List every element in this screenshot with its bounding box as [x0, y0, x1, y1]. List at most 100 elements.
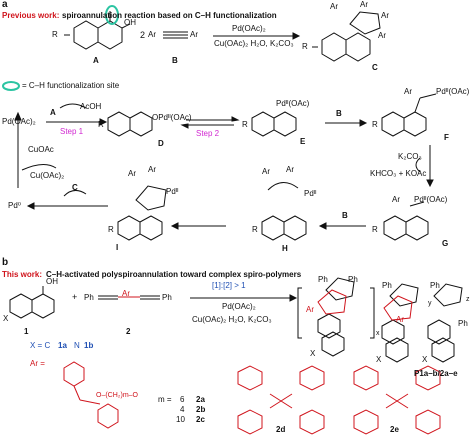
e-pd-oac: Pdᴵᴵ(OAc) [276, 99, 310, 108]
reagent-b-prefix: 2 [140, 30, 146, 40]
code-2e: 2e [390, 425, 399, 434]
ch-site-legend-marker [2, 81, 20, 91]
monomer-2-label: 2 [126, 327, 131, 336]
g-ar-1: Ar [392, 195, 400, 204]
poly-x-2: X [376, 355, 382, 364]
acoh-label: AcOH [80, 102, 102, 111]
compound-a-label: A [93, 56, 99, 65]
pd-oac2-start: Pd(OAc)₂ [2, 117, 36, 126]
poly-sub-x: x [376, 330, 380, 337]
g-pd-oac: Pdᴵᴵ(OAc) [414, 195, 448, 204]
reagent-b-ar-left: Ar [148, 30, 156, 39]
c-ar-2: Ar [360, 0, 368, 9]
poly-ar-1: Ar [306, 305, 314, 314]
ar-definition: Ar = [30, 359, 45, 368]
r-group-h: R [252, 225, 258, 234]
poly-sub-z: z [466, 296, 470, 303]
opd-oac: OPdᴵᴵ(OAc) [152, 113, 192, 122]
ch-site-marker [105, 5, 119, 25]
c-ar-3: Ar [381, 11, 389, 20]
reagent-b-ar-right: Ar [190, 30, 198, 39]
f-ar-1: Ar [404, 87, 412, 96]
compound-h-label: H [282, 244, 288, 253]
cond-cu-a: Cu(OAc)₂ H₂O, K₂CO₃ [214, 39, 294, 48]
poly-ph-5: Ph [458, 319, 468, 328]
i-to-pd0-c-label: C [72, 183, 78, 192]
r-group-f: R [372, 120, 378, 129]
this-work-title: C–H-activated polyspiroannulation toward… [46, 270, 302, 279]
poly-ph-4: Ph [430, 281, 440, 290]
e-to-f-b-label: B [336, 109, 342, 118]
r-group-g: R [372, 225, 378, 234]
compound-a-ring-left [73, 20, 99, 50]
pd0-label: Pd⁰ [8, 201, 21, 210]
compound-c-label: C [372, 63, 378, 72]
poly-ph-3: Ph [382, 281, 392, 290]
poly-sub-y: y [428, 300, 432, 307]
compound-f-label: F [444, 133, 449, 142]
code-2c: 2c [196, 415, 205, 424]
compound-e-label: E [300, 137, 306, 146]
r-group-e: R [242, 120, 248, 129]
code-2a: 2a [196, 395, 205, 404]
m-label: m = [158, 395, 172, 404]
poly-x-1: X [310, 349, 316, 358]
h-ar-1: Ar [262, 167, 270, 176]
panel-b-letter: b [2, 257, 9, 268]
m-value-2: 4 [180, 405, 185, 414]
m-value-3: 10 [176, 415, 185, 424]
ratio-label: [1]:[2] > 1 [212, 281, 246, 290]
g-to-h-b-label: B [342, 211, 348, 220]
cond-pd-b: Pd(OAc)₂ [222, 302, 256, 311]
h-pd: Pdᴵᴵ [304, 189, 317, 198]
c-ar-1: Ar [330, 2, 338, 11]
ch-site-legend: = C–H functionalization site [22, 81, 120, 90]
m-value-1: 6 [180, 395, 185, 404]
compound-a-ring-right [97, 20, 123, 50]
compound-g-label: G [442, 239, 449, 248]
code-2b: 2b [196, 405, 206, 414]
polymer-label: P1a–b/2a–e [414, 369, 458, 378]
previous-work-title: spiroannulation reaction based on C–H fu… [62, 11, 277, 20]
compound-d-label: D [158, 139, 164, 148]
r-group-i: R [108, 225, 114, 234]
step1-a-label: A [50, 108, 56, 117]
step1-label: Step 1 [60, 127, 84, 136]
cond-pd-a: Pd(OAc)₂ [232, 24, 266, 33]
step2-label: Step 2 [196, 129, 220, 138]
monomer-ph-left: Ph [84, 293, 94, 302]
poly-ar-2: Ar [396, 315, 404, 324]
compound-b-label: B [172, 56, 178, 65]
i-ar-1: Ar [128, 169, 136, 178]
linker-label: O–(CH₂)m–O [96, 392, 138, 399]
oh-a: OH [124, 18, 136, 27]
h-ar-2: Ar [286, 165, 294, 174]
compound-i-label: I [116, 243, 119, 252]
previous-work-label: Previous work: [2, 11, 60, 20]
x-equals-c: X = C [30, 341, 51, 350]
panel-a-letter: a [2, 0, 8, 10]
monomer-ph-right: Ph [162, 293, 172, 302]
c-ar-4: Ar [378, 31, 386, 40]
poly-x-3: X [422, 355, 428, 364]
i-ar-2: Ar [148, 165, 156, 174]
plus-b: + [72, 292, 78, 302]
monomer-ar: Ar [122, 289, 130, 298]
oh-b: OH [46, 277, 58, 286]
monomer-1-label: 1 [24, 327, 29, 336]
k2co3-label: K₂CO₃ [398, 152, 422, 161]
x-b: X [3, 314, 9, 323]
r-group-d: R [98, 120, 104, 129]
code-1b: 1b [84, 341, 94, 350]
code-2d: 2d [276, 425, 286, 434]
cuoac2-label: Cu(OAc)₂ [30, 171, 65, 180]
i-pd: Pdᴵᴵ [166, 187, 179, 196]
n-label: N [74, 341, 80, 350]
poly-ph-2: Ph [348, 275, 358, 284]
poly-ph-1: Ph [318, 275, 328, 284]
this-work-label: This work: [2, 270, 43, 279]
code-1a: 1a [58, 341, 67, 350]
r-group-c: R [302, 42, 308, 51]
cuoac-label: CuOAc [28, 145, 54, 154]
